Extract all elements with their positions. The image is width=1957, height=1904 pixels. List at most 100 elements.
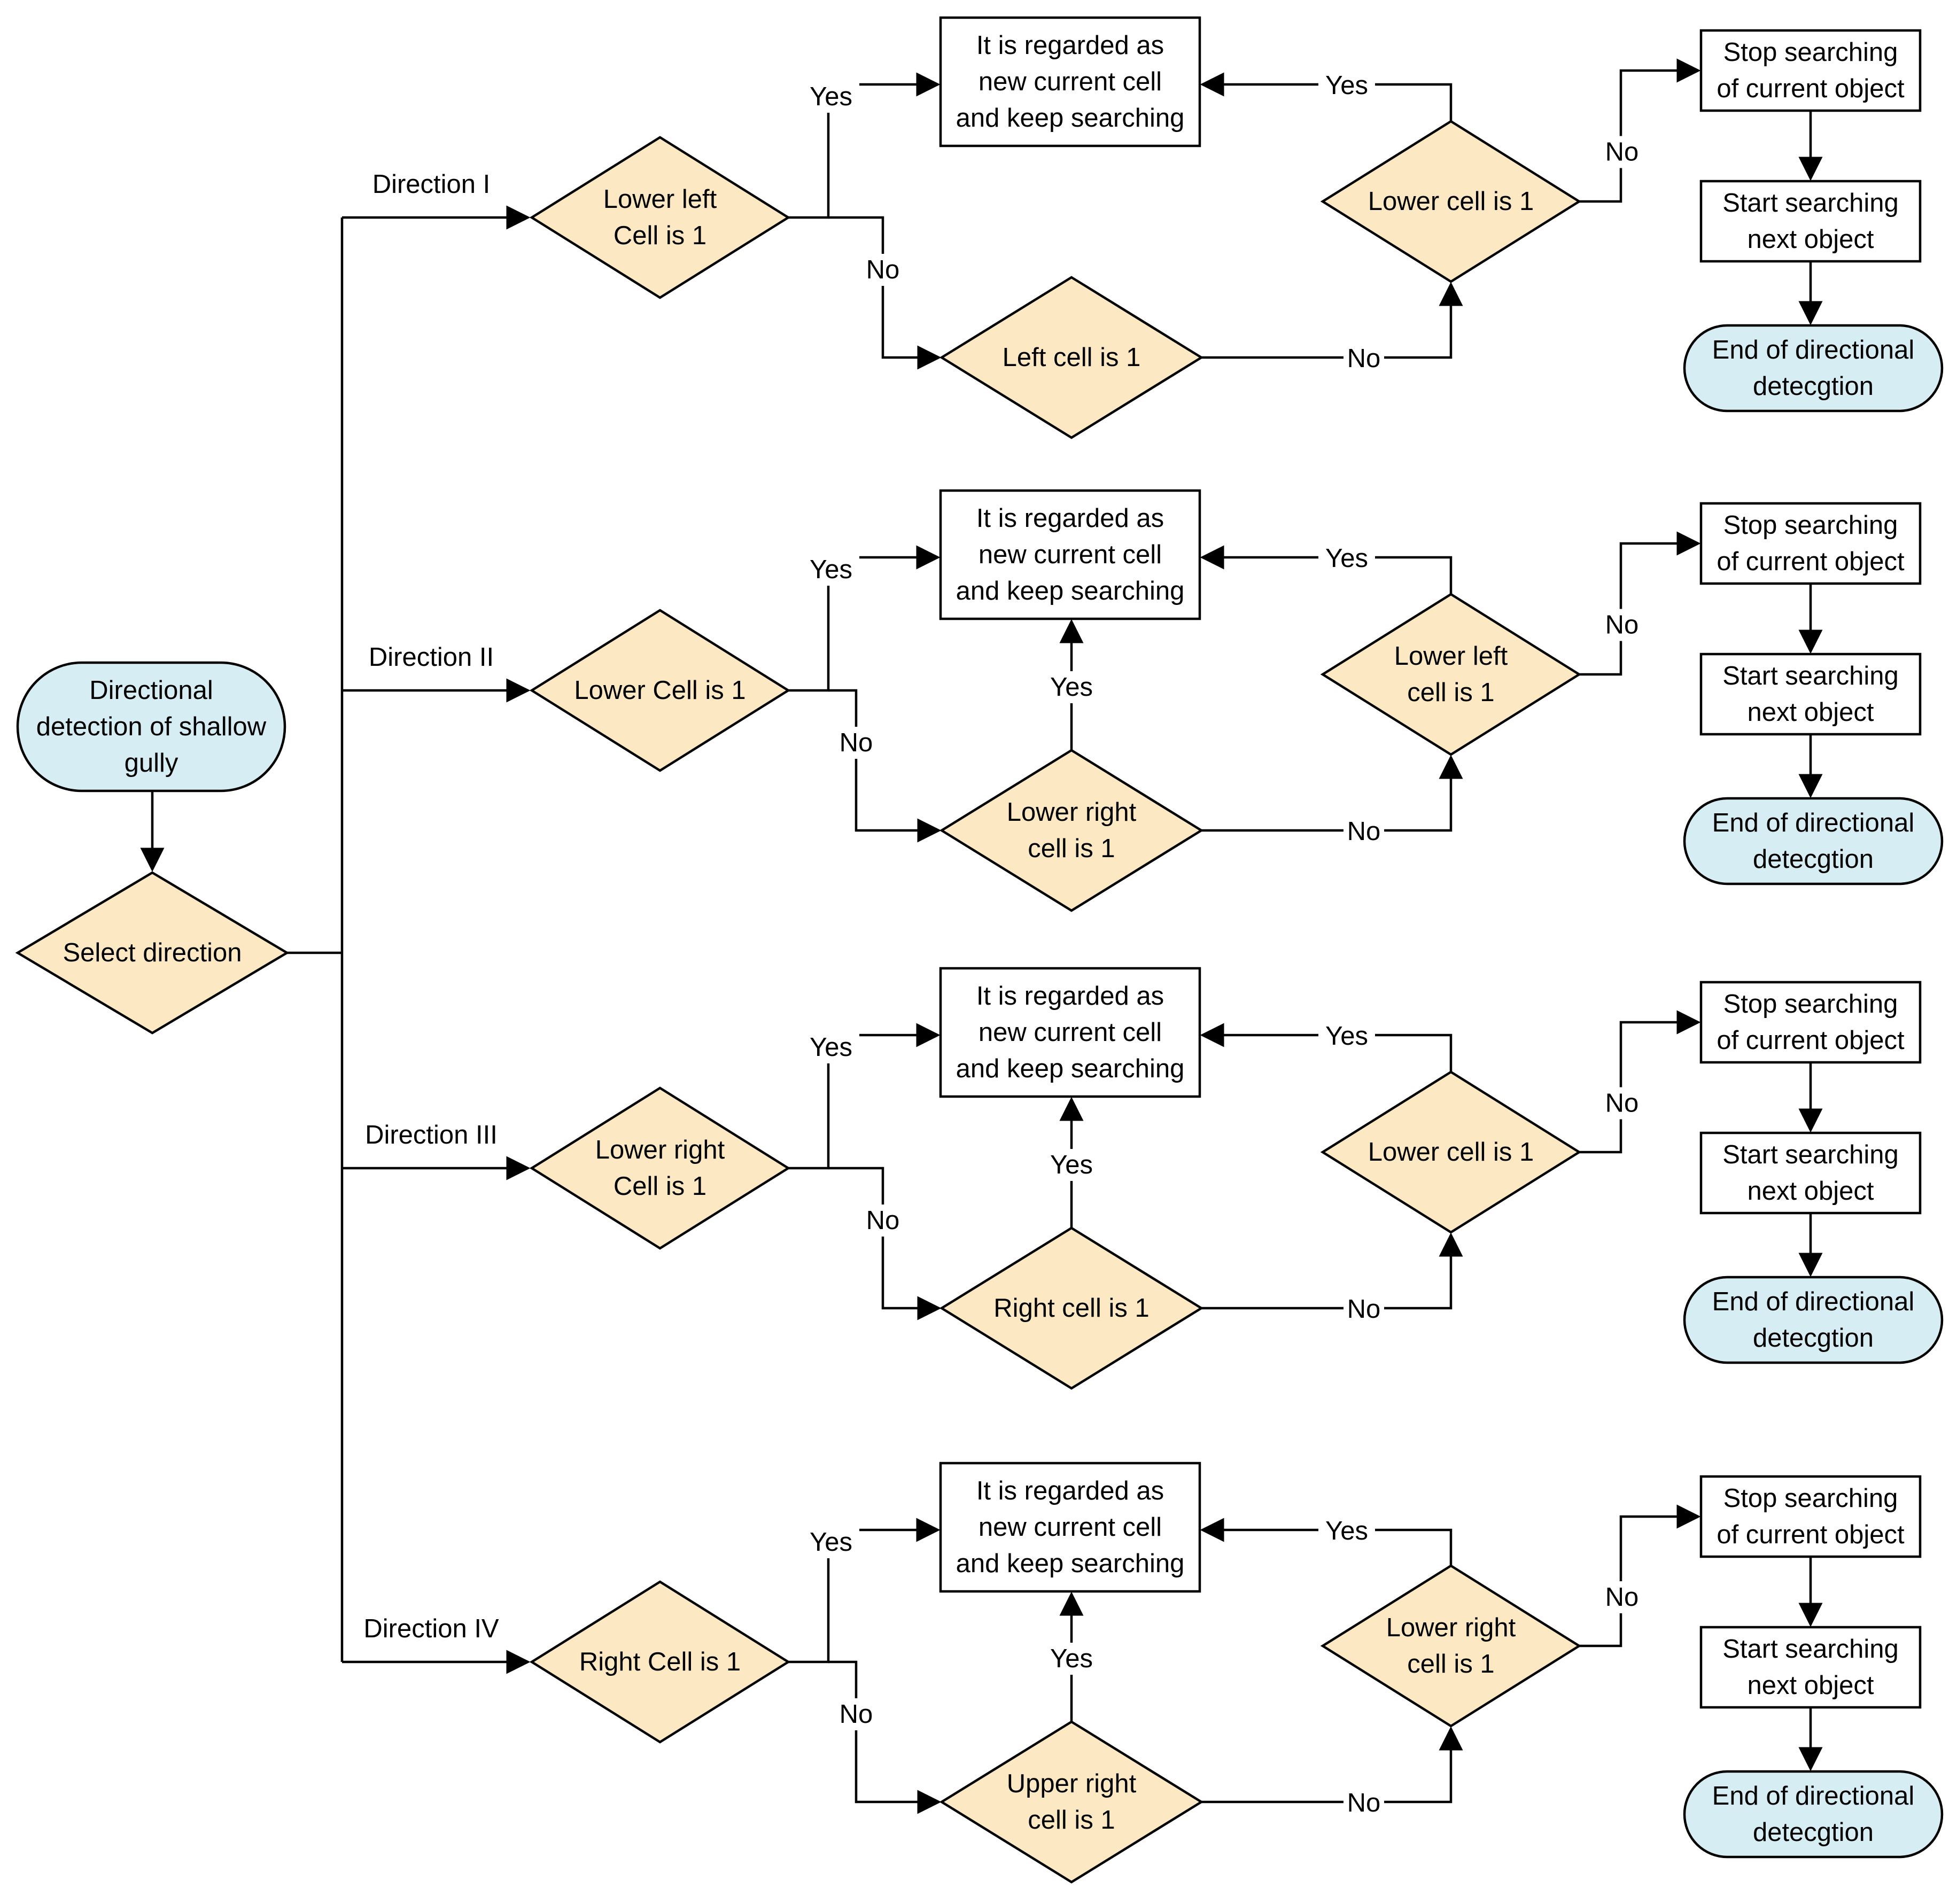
row1-third-check-decision-shape bbox=[1320, 120, 1582, 283]
row3-second-yes-label: Yes bbox=[1050, 1151, 1093, 1179]
row4-first-check-decision-text: Right Cell is 1 bbox=[579, 1647, 741, 1676]
row2-stop-box-shape bbox=[1699, 502, 1922, 585]
row2-arrow-second-no bbox=[1201, 755, 1463, 832]
row4-second-check-decision-shape bbox=[939, 1720, 1204, 1884]
row3-third-no-label: No bbox=[1605, 1089, 1639, 1118]
row1-first-check-decision-text: Lower left bbox=[603, 185, 717, 214]
row2-end-terminal-shape bbox=[1683, 797, 1944, 885]
row3-continue-box-text: It is regarded as bbox=[976, 982, 1164, 1011]
row1-arrow-second-no bbox=[1201, 282, 1463, 359]
row4-third-no-label-bg bbox=[1602, 1581, 1642, 1613]
row4-arrow-second-no bbox=[1201, 1726, 1463, 1804]
row4-arrow-first-yes bbox=[788, 1518, 941, 1664]
row2-end-terminal-text: detecgtion bbox=[1753, 845, 1874, 874]
row4-stop-box-text: of current object bbox=[1717, 1520, 1905, 1549]
row2-third-check-decision-text: Lower left bbox=[1394, 642, 1508, 671]
row1-first-check-decision-shape bbox=[529, 136, 791, 299]
row2-third-check-decision-text: cell is 1 bbox=[1407, 678, 1494, 707]
row2-second-yes-label: Yes bbox=[1050, 673, 1093, 702]
row2-second-no-label-bg bbox=[1344, 815, 1384, 848]
row3-third-check-decision-shape bbox=[1320, 1070, 1582, 1234]
row4-next-box-text: next object bbox=[1748, 1671, 1874, 1700]
row1-continue-box-shape bbox=[939, 16, 1201, 147]
row3-stop-box-shape bbox=[1699, 981, 1922, 1064]
row2-third-yes-label-bg bbox=[1318, 542, 1375, 574]
row2-second-check-decision-text: Lower right bbox=[1007, 798, 1137, 827]
row1-next-box-text: next object bbox=[1748, 225, 1874, 254]
row2-direction-label: Direction II bbox=[369, 643, 494, 672]
row1-third-check-decision-text: Lower cell is 1 bbox=[1368, 187, 1534, 216]
row2-continue-box-text: new current cell bbox=[978, 540, 1162, 569]
row4-second-check-decision-text: cell is 1 bbox=[1028, 1806, 1115, 1835]
row3-second-check-decision-shape bbox=[939, 1226, 1204, 1390]
row1-third-no-label: No bbox=[1605, 138, 1639, 167]
row3-continue-box-text: new current cell bbox=[978, 1018, 1162, 1047]
row1-continue-box-text: It is regarded as bbox=[976, 31, 1164, 60]
row4-third-no-label: No bbox=[1605, 1583, 1639, 1612]
row2-second-yes-label-bg bbox=[1043, 671, 1100, 703]
row3-second-no-label-bg bbox=[1344, 1293, 1384, 1325]
start-terminal-text: Directional bbox=[89, 676, 213, 705]
row3-second-check-decision: Right cell is 1 bbox=[939, 1226, 1204, 1390]
row2-continue-box-text: It is regarded as bbox=[976, 504, 1164, 533]
row3-continue-box-text: and keep searching bbox=[956, 1054, 1185, 1083]
row4-first-check-decision: Right Cell is 1 bbox=[529, 1580, 791, 1744]
row1-direction-label: Direction I bbox=[372, 170, 491, 199]
row3-second-check-decision-text: Right cell is 1 bbox=[993, 1294, 1149, 1323]
row4-third-check-decision-text: Lower right bbox=[1386, 1613, 1516, 1642]
row1-second-no-label: No bbox=[1347, 344, 1381, 373]
row3-first-no-label-bg bbox=[863, 1204, 903, 1237]
row4-arrow-first-no bbox=[828, 1660, 942, 1814]
row1-second-check-decision-shape bbox=[939, 276, 1204, 439]
row4-second-yes-label-bg bbox=[1043, 1643, 1100, 1675]
row3-continue-box-shape bbox=[939, 967, 1201, 1098]
start-terminal-text: gully bbox=[125, 749, 178, 778]
row2-first-check-decision-shape bbox=[529, 609, 791, 772]
row1-arrow-third-yes bbox=[1200, 72, 1453, 121]
row4-first-no-label-bg bbox=[836, 1698, 876, 1730]
row2-second-check-decision-shape bbox=[939, 749, 1204, 912]
row1-first-yes-label-bg bbox=[803, 81, 859, 113]
select-direction-decision-text: Select direction bbox=[63, 938, 242, 967]
row4-next-box-text: Start searching bbox=[1722, 1635, 1899, 1664]
row2-arrow-first-yes bbox=[788, 545, 941, 692]
row1-stop-box-shape bbox=[1699, 29, 1922, 112]
row2-third-no-label: No bbox=[1605, 611, 1639, 640]
row3-second-no-label: No bbox=[1347, 1295, 1381, 1324]
row4-third-check-decision-shape bbox=[1320, 1564, 1582, 1728]
row3-first-check-decision-text: Cell is 1 bbox=[613, 1172, 706, 1201]
row4-direction-label: Direction IV bbox=[363, 1614, 499, 1643]
row2-second-check-decision: Lower right cell is 1 bbox=[939, 749, 1204, 912]
row2-second-check-decision-text: cell is 1 bbox=[1028, 834, 1115, 863]
row1-continue-box-text: and keep searching bbox=[956, 104, 1185, 133]
row3-first-no-label: No bbox=[866, 1206, 900, 1235]
row4-end-terminal-text: detecgtion bbox=[1753, 1818, 1874, 1847]
row1-end-terminal-text: End of directional bbox=[1712, 336, 1915, 364]
row4-next-box: Start searching next object bbox=[1699, 1626, 1922, 1709]
row2-first-yes-label: Yes bbox=[810, 555, 852, 584]
row2-second-no-label: No bbox=[1347, 817, 1381, 846]
row2-next-box-shape bbox=[1699, 652, 1922, 736]
row1-third-check-decision: Lower cell is 1 bbox=[1320, 120, 1582, 283]
row2-stop-box-text: Stop searching bbox=[1723, 511, 1898, 540]
select-direction-decision: Select direction bbox=[15, 871, 290, 1035]
row3-arrow-second-no bbox=[1201, 1232, 1463, 1310]
row3-end-terminal-text: End of directional bbox=[1712, 1287, 1915, 1316]
row4-second-no-label: No bbox=[1347, 1789, 1381, 1817]
row1-end-terminal-shape bbox=[1683, 324, 1944, 413]
row3-first-check-decision-text: Lower right bbox=[595, 1136, 725, 1164]
row4-next-box-shape bbox=[1699, 1626, 1922, 1709]
row1-arrow-first-yes bbox=[788, 72, 941, 219]
row3-arrow-third-yes bbox=[1200, 1023, 1453, 1072]
row3-direction-label: Direction III bbox=[365, 1121, 498, 1149]
